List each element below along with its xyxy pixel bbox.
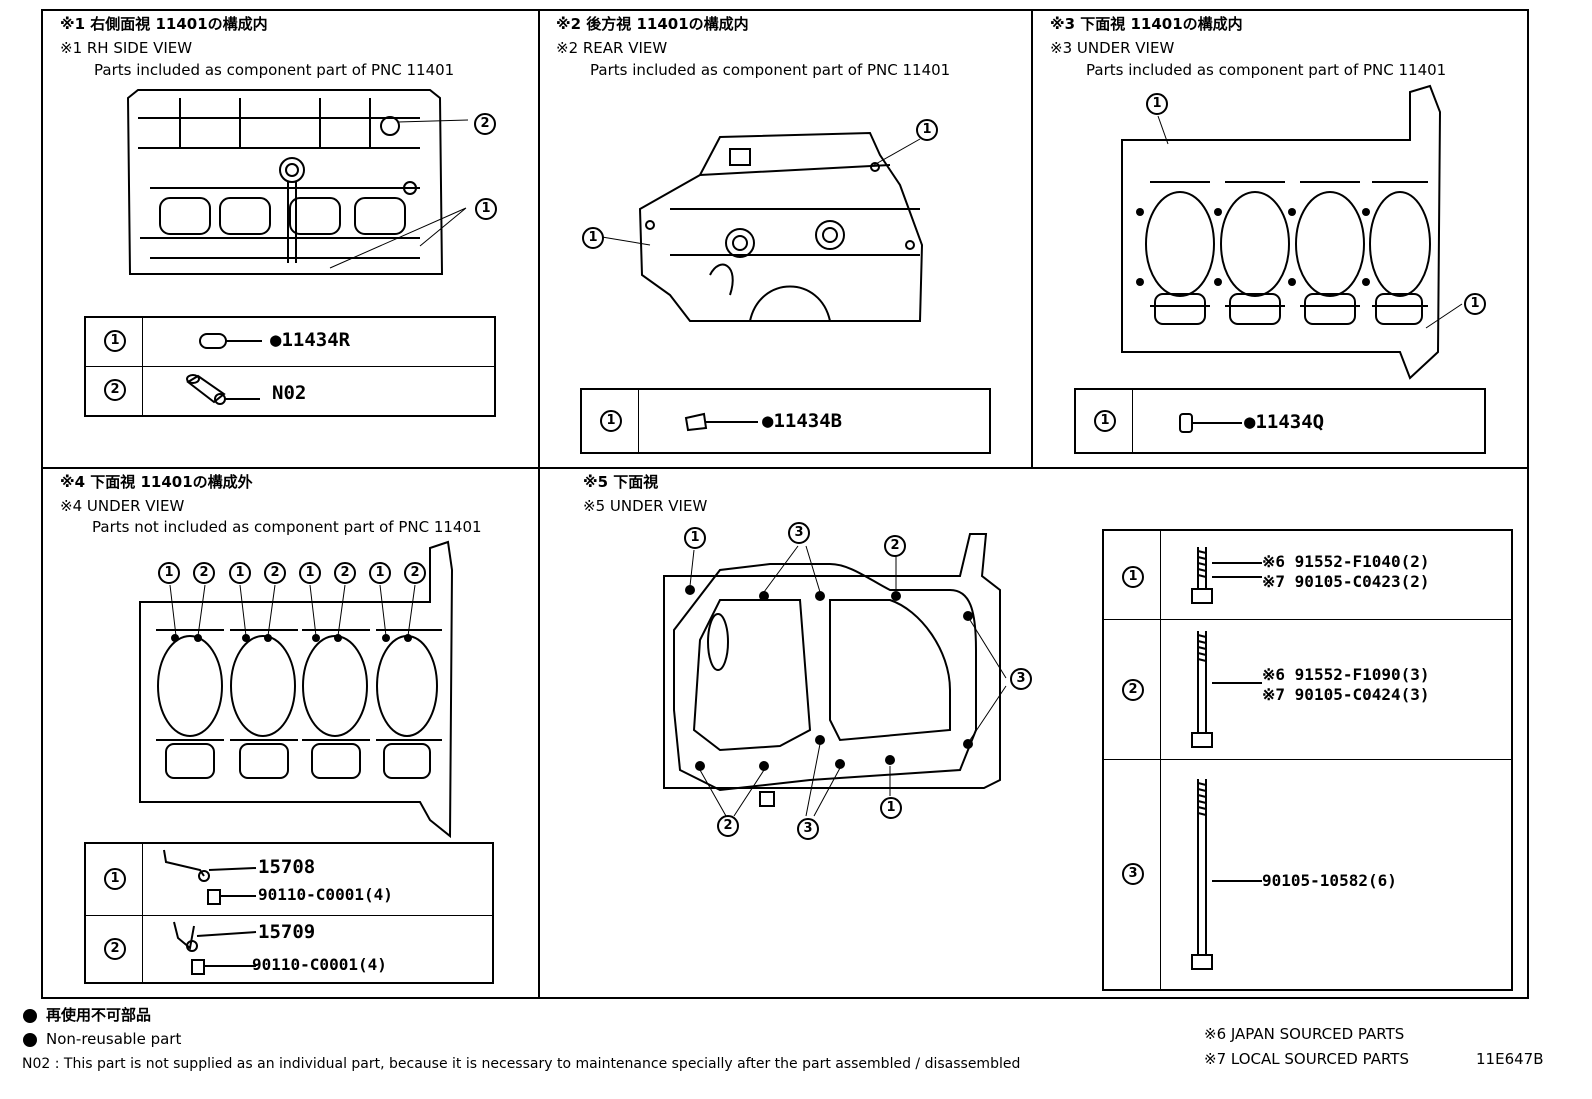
callout-2: 2 — [404, 562, 426, 584]
callout-1: 1 — [880, 797, 902, 819]
local-sourced-note: ※7 LOCAL SOURCED PARTS — [1204, 1050, 1409, 1068]
table4-row2-index: 2 — [104, 938, 126, 960]
legend-en: Non-reusable part — [46, 1030, 182, 1048]
callout-1: 1 — [475, 198, 497, 220]
table2-part-1: ●11434B — [762, 410, 843, 432]
callout-3: 3 — [797, 818, 819, 840]
bullet-icon — [23, 1033, 37, 1047]
engine-block-rh-side-illustration — [126, 89, 469, 275]
table4-part-1b: 90110-C0001(4) — [258, 885, 393, 904]
table1-row1-index: 1 — [104, 330, 126, 352]
callout-1-left: 1 — [582, 227, 604, 249]
table1-row2-index: 2 — [104, 379, 126, 401]
divider-4-5 — [538, 467, 540, 999]
table5-part-1b: ※7 90105-C0423(2) — [1262, 572, 1430, 591]
divider-2-3 — [1031, 11, 1033, 467]
parts-table-2: 1 ●11434B — [580, 388, 991, 454]
table5-row1-index: 1 — [1122, 566, 1144, 588]
panel5-title-jp: ※5 下面視 — [583, 473, 659, 491]
panel1-title-jp: ※1 右側面視 11401の構成内 — [60, 15, 268, 33]
callout-1: 1 — [229, 562, 251, 584]
panel3-title-jp: ※3 下面視 11401の構成内 — [1050, 15, 1243, 33]
callout-2: 2 — [334, 562, 356, 584]
table1-part-2: N02 — [272, 382, 307, 404]
bolt-icon — [1191, 547, 1262, 604]
table3-row1-index: 1 — [1094, 410, 1116, 432]
oil-jet-icon — [163, 849, 257, 905]
callout-1-right: 1 — [1464, 293, 1486, 315]
table4-row1-index: 1 — [104, 868, 126, 890]
parts-table-1: 1 2 ●11434R N02 — [84, 316, 496, 417]
dowel-pin-icon — [199, 333, 262, 349]
callout-1-top: 1 — [1146, 93, 1168, 115]
callout-1-top: 1 — [916, 119, 938, 141]
callout-2: 2 — [264, 562, 286, 584]
panel4-note: Parts not included as component part of … — [92, 518, 482, 536]
table5-row2-index: 2 — [1122, 679, 1144, 701]
panel2-title-jp: ※2 後方視 11401の構成内 — [556, 15, 749, 33]
table5-part-2a: ※6 91552-F1090(3) — [1262, 665, 1430, 684]
callout-1: 1 — [158, 562, 180, 584]
diagram-frame — [41, 9, 1529, 999]
parts-table-4: 1 2 15708 90110-C0001(4) 15709 90110-C00… — [84, 842, 494, 984]
engine-block-under-illustration-3 — [1121, 84, 1463, 380]
table5-part-1a: ※6 91552-F1040(2) — [1262, 552, 1430, 571]
table3-part-1: ●11434Q — [1244, 411, 1325, 433]
n02-note: N02 : This part is not supplied as an in… — [22, 1056, 1021, 1072]
bolt-icon — [1191, 631, 1262, 748]
callout-2: 2 — [717, 815, 739, 837]
parts-table-3: 1 ●11434Q — [1074, 388, 1486, 454]
callout-2: 2 — [474, 113, 496, 135]
callout-1: 1 — [684, 527, 706, 549]
bullet-icon — [23, 1009, 37, 1023]
panel2-title-en: ※2 REAR VIEW — [556, 39, 668, 57]
callout-2: 2 — [884, 535, 906, 557]
callout-3: 3 — [788, 522, 810, 544]
callout-1: 1 — [369, 562, 391, 584]
bolt-icon — [1191, 779, 1262, 970]
callout-1: 1 — [299, 562, 321, 584]
table5-row3-index: 3 — [1122, 863, 1144, 885]
table5-part-2b: ※7 90105-C0424(3) — [1262, 685, 1430, 704]
table4-part-2b: 90110-C0001(4) — [252, 955, 387, 974]
table2-row1-index: 1 — [600, 410, 622, 432]
pin-sleeve-icon — [186, 374, 260, 405]
panel4-title-jp: ※4 下面視 11401の構成外 — [60, 473, 253, 491]
legend-jp: 再使用不可部品 — [46, 1006, 152, 1024]
callout-2: 2 — [193, 562, 215, 584]
parts-table-5: 1 ※6 91552-F1040(2) ※7 90105-C0423(2) 2 … — [1102, 529, 1513, 991]
dowel-pin-icon — [1179, 413, 1242, 433]
table1-part-1: ●11434R — [270, 329, 351, 351]
callout-3: 3 — [1010, 668, 1032, 690]
panel1-title-en: ※1 RH SIDE VIEW — [60, 39, 193, 57]
panel3-title-en: ※3 UNDER VIEW — [1050, 39, 1175, 57]
dowel-pin-icon — [684, 412, 758, 432]
engine-block-rear-illustration — [601, 131, 924, 322]
panel5-title-en: ※5 UNDER VIEW — [583, 497, 708, 515]
table4-part-2a: 15709 — [258, 921, 316, 943]
panel4-title-en: ※4 UNDER VIEW — [60, 497, 185, 515]
panel1-note: Parts included as component part of PNC … — [94, 61, 455, 79]
table4-part-1a: 15708 — [258, 856, 316, 878]
panel2-note: Parts included as component part of PNC … — [590, 61, 951, 79]
horizontal-divider — [43, 467, 1527, 469]
japan-sourced-note: ※6 JAPAN SOURCED PARTS — [1204, 1025, 1405, 1043]
engine-block-under-illustration-5 — [663, 533, 1007, 817]
table5-part-3: 90105-10582(6) — [1262, 871, 1397, 890]
panel3-note: Parts included as component part of PNC … — [1086, 61, 1447, 79]
oil-jet-icon — [173, 921, 257, 975]
divider-1-2 — [538, 11, 540, 467]
engine-block-under-illustration-4 — [139, 540, 454, 839]
illustration-code: 11E647B — [1476, 1050, 1544, 1068]
